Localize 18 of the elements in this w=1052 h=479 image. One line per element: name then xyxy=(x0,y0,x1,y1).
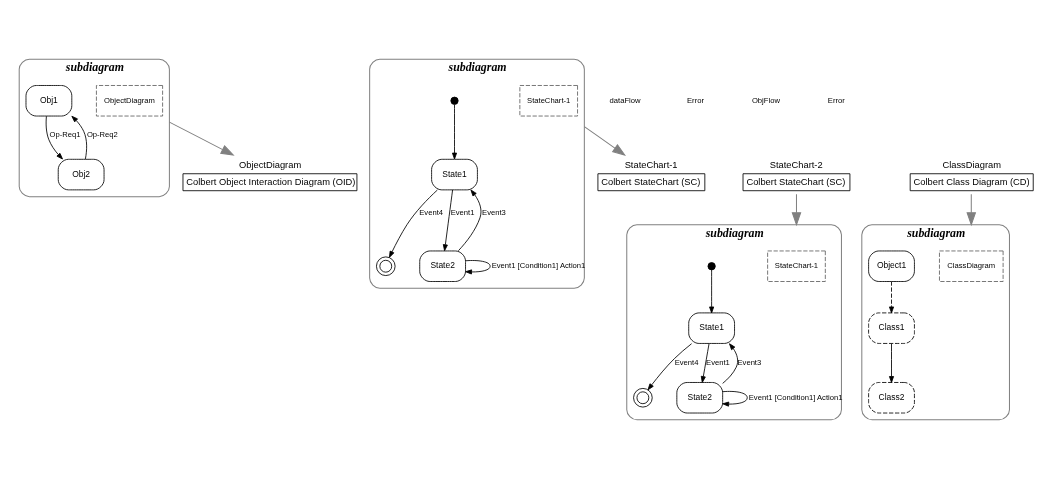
label: Error xyxy=(827,95,845,105)
edge-label: Op-Req2 xyxy=(86,130,118,140)
node-label: StateChart-1 xyxy=(624,160,678,171)
edge-label: Event3 xyxy=(737,357,762,367)
edge-label: Event4 xyxy=(419,208,444,218)
edge-label: Event1 [Condition1] Action1 xyxy=(748,392,843,402)
node-label: StateChart-2 xyxy=(769,160,823,171)
edge-label: Event4 xyxy=(674,357,699,367)
node-label: ClassDiagram xyxy=(942,160,1002,171)
label: dataFlow xyxy=(609,95,641,105)
edge-label: Event1 [Condition1] Action1 xyxy=(491,261,586,271)
edge-label: Event1 xyxy=(450,208,475,218)
label: Error xyxy=(687,95,704,105)
edge-label: Event1 xyxy=(706,357,730,367)
node-label: ObjectDiagram xyxy=(238,160,302,171)
edge-label: Event3 xyxy=(482,208,506,218)
label: ObjFlow xyxy=(751,95,780,105)
edge-label: Op-Req1 xyxy=(49,130,81,140)
